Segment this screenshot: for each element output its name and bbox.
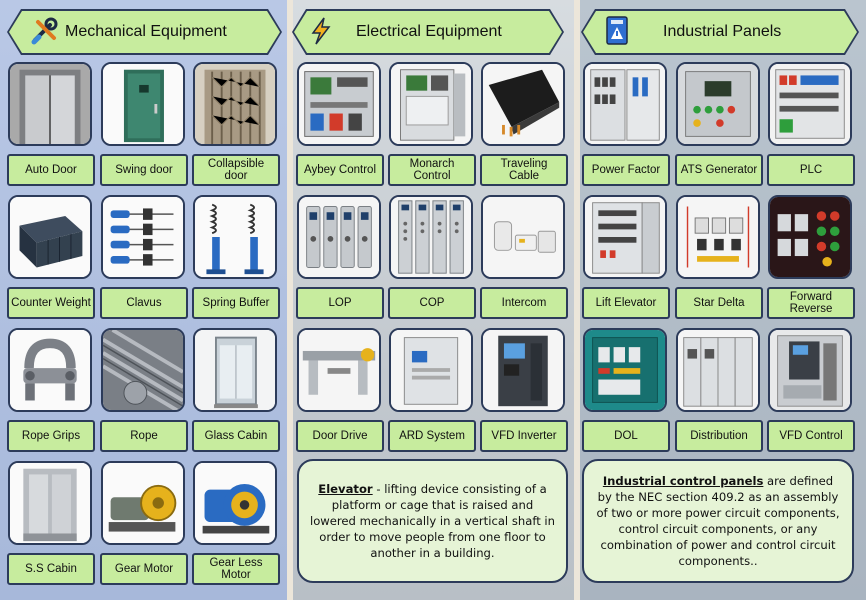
item-label: Gear Motor <box>100 553 188 585</box>
star-delta-image <box>676 195 760 279</box>
item-label: LOP <box>296 287 384 319</box>
clavus-image <box>101 195 185 279</box>
panel-icon <box>602 15 632 45</box>
mechanical-header: Mechanical Equipment <box>7 9 282 55</box>
item-label: Door Drive <box>296 420 384 452</box>
item-label: Collapsible door <box>192 154 280 186</box>
industrial-panels-definition-text: are defined by the NEC section 409.2 as … <box>596 474 840 568</box>
distribution-panel-image <box>676 328 760 412</box>
ats-generator-image <box>676 62 760 146</box>
item-label: Star Delta <box>675 287 763 319</box>
collapsible-door-image <box>193 62 277 146</box>
auto-door-image <box>8 62 92 146</box>
item-label: Intercom <box>480 287 568 319</box>
gearless-motor-image <box>193 461 277 545</box>
item-label: VFD Inverter <box>480 420 568 452</box>
column-divider <box>287 0 293 600</box>
item-label: VFD Control <box>767 420 855 452</box>
item-label: ARD System <box>388 420 476 452</box>
elevator-term: Elevator <box>318 482 373 496</box>
industrial-panels-definition: Industrial control panels are defined by… <box>582 459 854 583</box>
aybey-control-image <box>297 62 381 146</box>
spring-buffer-image <box>193 195 277 279</box>
item-label: Distribution <box>675 420 763 452</box>
item-label: Lift Elevator <box>582 287 670 319</box>
column-divider <box>574 0 580 600</box>
mechanical-header-title: Mechanical Equipment <box>65 23 227 40</box>
counter-weight-image <box>8 195 92 279</box>
lightning-icon <box>306 16 336 46</box>
industrial-header: Industrial Panels <box>581 9 859 55</box>
glass-cabin-image <box>193 328 277 412</box>
item-label: Monarch Control <box>388 154 476 186</box>
electrical-header-title: Electrical Equipment <box>356 23 502 40</box>
item-label: Glass Cabin <box>192 420 280 452</box>
lift-elevator-panel-image <box>583 195 667 279</box>
elevator-definition: Elevator - lifting device consisting of … <box>297 459 568 583</box>
ard-system-image <box>389 328 473 412</box>
traveling-cable-image <box>481 62 565 146</box>
item-label: Clavus <box>100 287 188 319</box>
swing-door-image <box>101 62 185 146</box>
item-label: Power Factor <box>582 154 670 186</box>
item-label: PLC <box>767 154 855 186</box>
monarch-control-image <box>389 62 473 146</box>
item-label: DOL <box>582 420 670 452</box>
item-label: Gear Less Motor <box>192 553 280 585</box>
item-label: Rope <box>100 420 188 452</box>
intercom-image <box>481 195 565 279</box>
elevator-definition-text: - lifting device consisting of a platfor… <box>309 482 556 560</box>
electrical-header: Electrical Equipment <box>292 9 564 55</box>
item-label: Swing door <box>100 154 188 186</box>
door-drive-image <box>297 328 381 412</box>
vfd-inverter-image <box>481 328 565 412</box>
item-label: Aybey Control <box>296 154 384 186</box>
vfd-control-image <box>768 328 852 412</box>
power-factor-image <box>583 62 667 146</box>
rope-grips-image <box>8 328 92 412</box>
item-label: ATS Generator <box>675 154 763 186</box>
lop-image <box>297 195 381 279</box>
item-label: Forward Reverse <box>767 287 855 319</box>
item-label: Spring Buffer <box>192 287 280 319</box>
industrial-panels-term: Industrial control panels <box>602 474 764 488</box>
ss-cabin-image <box>8 461 92 545</box>
item-label: Counter Weight <box>7 287 95 319</box>
item-label: Traveling Cable <box>480 154 568 186</box>
item-label: S.S Cabin <box>7 553 95 585</box>
forward-reverse-image <box>768 195 852 279</box>
item-label: Rope Grips <box>7 420 95 452</box>
cop-image <box>389 195 473 279</box>
rope-image <box>101 328 185 412</box>
industrial-header-title: Industrial Panels <box>663 23 782 40</box>
item-label: Auto Door <box>7 154 95 186</box>
dol-image <box>583 328 667 412</box>
plc-image <box>768 62 852 146</box>
tools-icon <box>30 16 60 46</box>
gear-motor-image <box>101 461 185 545</box>
item-label: COP <box>388 287 476 319</box>
